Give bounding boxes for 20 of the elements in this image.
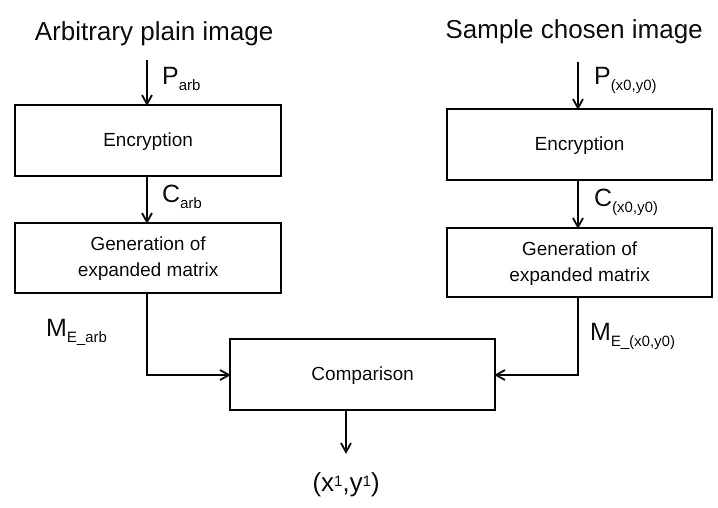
process-box: Comparison [229,338,496,411]
arrow [340,411,352,453]
edge-label: M$_{E_arb}$ [46,314,107,343]
process-box: Encryption [446,108,713,181]
edge-label: P$_{(x0,y0)}$ [594,62,657,91]
arrow [141,177,153,223]
process-box: Encryption [14,104,282,177]
arrow [141,60,153,105]
edge-label: M$_{E_(x0,y0)}$ [590,318,676,347]
process-box: Generation of expanded matrix [446,227,713,298]
edge-label: P$_{arb}$ [162,62,200,91]
edge-label: C$_{(x0,y0)}$ [594,184,658,213]
process-box: Generation of expanded matrix [14,222,282,294]
edge-label: C$_{arb}$ [162,180,202,209]
arrow [572,62,584,109]
caption-text: Arbitrary plain image [15,10,293,52]
caption-text: Sample chosen image [432,8,716,50]
arrow [146,294,230,381]
arrow [572,181,584,228]
arrow [495,298,579,381]
